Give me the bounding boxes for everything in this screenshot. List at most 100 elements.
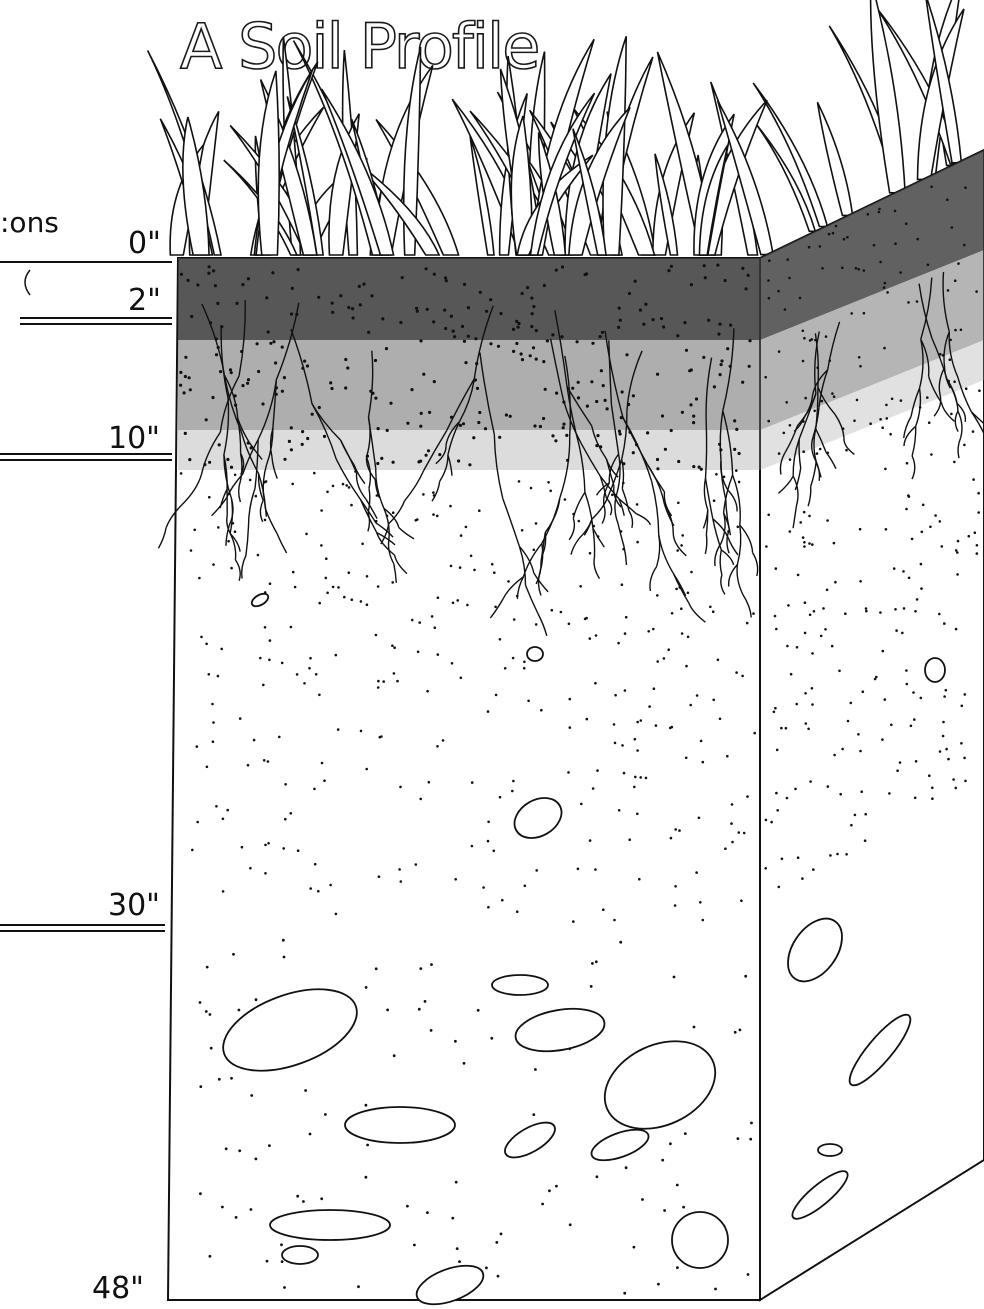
soil-particle [206, 966, 209, 969]
soil-particle [601, 331, 604, 334]
soil-particle [269, 639, 272, 642]
soil-particle [551, 333, 554, 336]
soil-particle [689, 704, 692, 707]
soil-particle [634, 280, 637, 283]
soil-particle [382, 680, 385, 683]
soil-particle [768, 259, 771, 262]
soil-particle [282, 847, 285, 850]
soil-particle [365, 768, 368, 771]
soil-particle [487, 821, 490, 824]
soil-particle [302, 1200, 305, 1203]
soil-particle [844, 612, 847, 615]
soil-particle [596, 1175, 599, 1178]
soil-particle [724, 847, 727, 850]
soil-particle [196, 821, 199, 824]
soil-particle [221, 1206, 224, 1209]
soil-particle [811, 652, 814, 655]
soil-particle [964, 780, 967, 783]
soil-particle [628, 292, 631, 295]
soil-particle [685, 757, 688, 760]
soil-particle [833, 542, 836, 545]
soil-particle [284, 818, 287, 821]
soil-particle [473, 569, 476, 572]
soil-particle [281, 662, 284, 665]
soil-particle [551, 434, 554, 437]
soil-particle [943, 695, 946, 698]
soil-particle [633, 786, 636, 789]
soil-particle [660, 317, 663, 320]
soil-particle [874, 678, 877, 681]
soil-particle [977, 511, 980, 514]
soil-particle [323, 779, 326, 782]
soil-particle [218, 443, 221, 446]
soil-particle [268, 659, 271, 662]
soil-particle [690, 368, 693, 371]
soil-particle [954, 279, 957, 282]
soil-particle [476, 387, 479, 390]
soil-particle [184, 375, 187, 378]
soil-particle [188, 458, 191, 461]
soil-particle [748, 339, 751, 342]
soil-particle [479, 291, 482, 294]
soil-particle [210, 1047, 213, 1050]
soil-particle [329, 381, 332, 384]
soil-particle [366, 603, 369, 606]
soil-particle [680, 544, 683, 547]
soil-particle [857, 268, 860, 271]
soil-particle [945, 689, 948, 692]
soil-particle [211, 396, 214, 399]
soil-particle [802, 450, 805, 453]
rock [527, 647, 543, 661]
soil-particle [535, 869, 538, 872]
soil-particle [895, 629, 898, 632]
soil-particle [713, 385, 716, 388]
soil-particle [179, 384, 182, 387]
soil-particle [212, 563, 215, 566]
soil-particle [600, 369, 603, 372]
soil-particle [296, 673, 299, 676]
soil-particle [714, 1288, 717, 1291]
soil-particle [199, 1192, 202, 1195]
soil-particle [947, 758, 950, 761]
soil-particle [427, 449, 430, 452]
soil-particle [802, 330, 805, 333]
soil-particle [259, 657, 262, 660]
soil-particle [811, 687, 814, 690]
soil-particle [808, 515, 811, 518]
soil-particle [456, 1247, 459, 1250]
soil-particle [926, 396, 929, 399]
soil-particle [676, 549, 679, 552]
soil-particle [449, 505, 452, 508]
soil-particle [499, 638, 502, 641]
soil-particle [718, 323, 721, 326]
soil-particle [863, 269, 866, 272]
soil-particle [367, 331, 370, 334]
soil-particle [774, 707, 777, 710]
soil-particle [739, 1029, 742, 1032]
soil-particle [463, 283, 466, 286]
soil-particle [850, 824, 853, 827]
soil-particle [692, 421, 695, 424]
soil-particle [366, 1144, 369, 1147]
soil-particle [579, 585, 582, 588]
soil-particle [965, 387, 968, 390]
soil-particle [284, 783, 287, 786]
soil-particle [189, 388, 192, 391]
soil-particle [913, 718, 916, 721]
soil-particle [681, 534, 684, 537]
soil-particle [780, 727, 783, 730]
soil-particle [250, 1208, 253, 1211]
soil-particle [249, 479, 252, 482]
soil-particle [915, 760, 918, 763]
soil-particle [719, 718, 722, 721]
soil-particle [942, 721, 945, 724]
soil-particle [378, 875, 381, 878]
soil-particle [432, 513, 435, 516]
soil-particle [676, 1266, 679, 1269]
soil-particle [674, 828, 677, 831]
soil-particle [908, 577, 911, 580]
soil-particle [699, 901, 702, 904]
soil-particle [264, 626, 267, 629]
soil-particle [920, 563, 923, 566]
soil-particle [947, 289, 950, 292]
